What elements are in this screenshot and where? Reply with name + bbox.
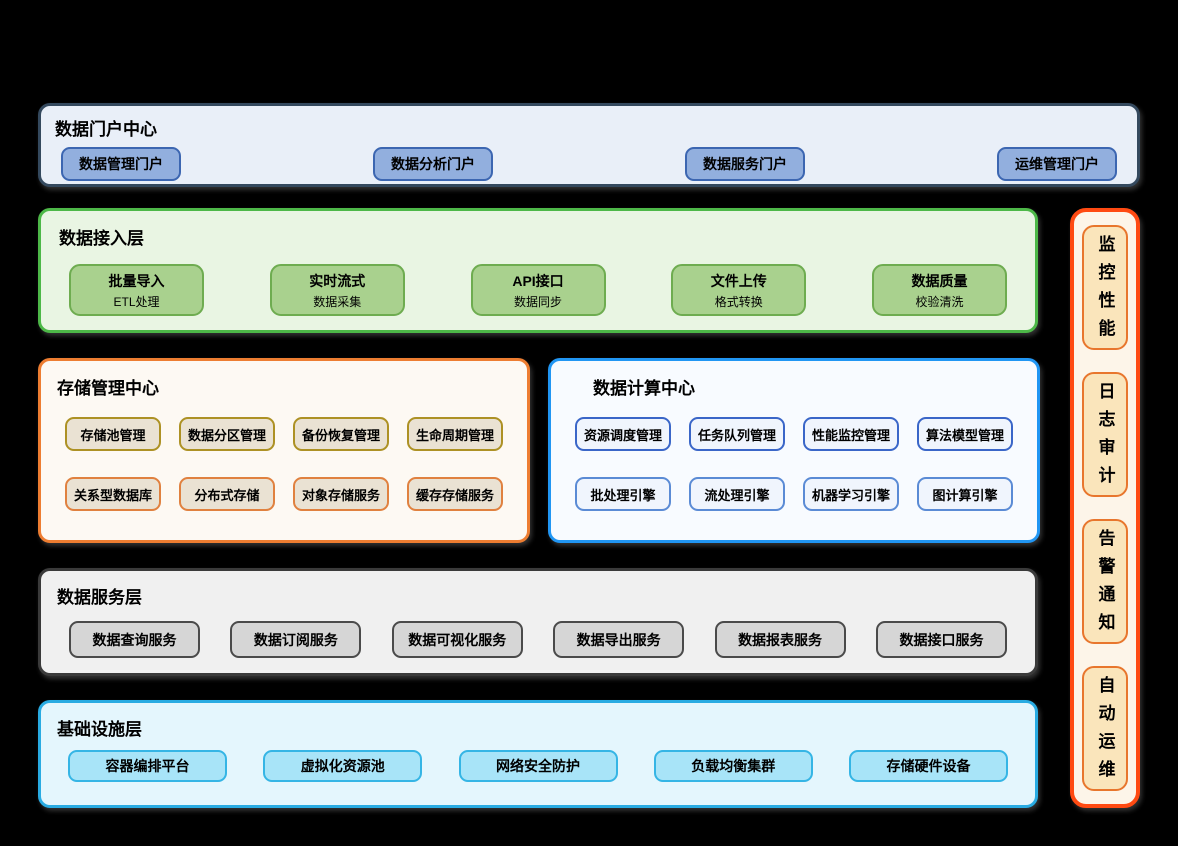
compute-card-performance-monitoring[interactable]: 性能监控管理 bbox=[803, 417, 899, 451]
ingest-card-row: 批量导入 ETL处理 实时流式 数据采集 API接口 数据同步 文件上传 格式转… bbox=[41, 264, 1035, 316]
ingest-card-title: 文件上传 bbox=[710, 272, 767, 289]
ingest-card-subtitle: 数据同步 bbox=[513, 294, 562, 309]
storage-card-pool-management[interactable]: 存储池管理 bbox=[65, 417, 161, 451]
sidebar-item-log-audit[interactable]: 日志审计 bbox=[1082, 372, 1128, 497]
ingest-card-file-upload[interactable]: 文件上传 格式转换 bbox=[671, 264, 807, 316]
sidebar-item-label: 日志审计 bbox=[1095, 381, 1115, 494]
ingest-section-title: 数据接入层 bbox=[59, 229, 144, 248]
compute-card-stream-engine[interactable]: 流处理引擎 bbox=[689, 477, 785, 511]
infra-button-storage-hardware[interactable]: 存储硬件设备 bbox=[849, 750, 1008, 782]
compute-section-title: 数据计算中心 bbox=[593, 379, 695, 398]
service-button-report[interactable]: 数据报表服务 bbox=[714, 621, 846, 658]
compute-section: 数据计算中心 资源调度管理 任务队列管理 性能监控管理 算法模型管理 批处理引擎… bbox=[548, 358, 1040, 543]
ingest-card-title: API接口 bbox=[512, 272, 564, 289]
storage-card-relational-database[interactable]: 关系型数据库 bbox=[65, 477, 161, 511]
compute-card-graph-engine[interactable]: 图计算引擎 bbox=[917, 477, 1013, 511]
ingest-card-subtitle: ETL处理 bbox=[113, 294, 160, 309]
sidebar-item-label: 告警通知 bbox=[1095, 528, 1115, 641]
service-section: 数据服务层 数据查询服务 数据订阅服务 数据可视化服务 数据导出服务 数据报表服… bbox=[38, 568, 1038, 676]
storage-card-distributed-storage[interactable]: 分布式存储 bbox=[179, 477, 275, 511]
ingest-card-realtime-stream[interactable]: 实时流式 数据采集 bbox=[269, 264, 405, 316]
infra-section: 基础设施层 容器编排平台 虚拟化资源池 网络安全防护 负载均衡集群 存储硬件设备 bbox=[38, 700, 1038, 808]
portal-section-title: 数据门户中心 bbox=[55, 120, 157, 139]
infra-button-virtualization-pool[interactable]: 虚拟化资源池 bbox=[263, 750, 423, 782]
service-button-api[interactable]: 数据接口服务 bbox=[875, 621, 1007, 658]
portal-button-data-service[interactable]: 数据服务门户 bbox=[685, 147, 805, 181]
infra-button-container-orchestration[interactable]: 容器编排平台 bbox=[68, 750, 227, 782]
ingest-card-title: 数据质量 bbox=[911, 272, 968, 289]
service-button-export[interactable]: 数据导出服务 bbox=[553, 621, 685, 658]
portal-button-data-management[interactable]: 数据管理门户 bbox=[61, 147, 181, 181]
storage-card-object-storage[interactable]: 对象存储服务 bbox=[293, 477, 389, 511]
service-section-title: 数据服务层 bbox=[57, 588, 142, 607]
storage-card-lifecycle-management[interactable]: 生命周期管理 bbox=[407, 417, 503, 451]
storage-row-1: 存储池管理 数据分区管理 备份恢复管理 生命周期管理 bbox=[41, 417, 527, 451]
ingest-card-title: 实时流式 bbox=[309, 272, 366, 289]
infra-section-title: 基础设施层 bbox=[57, 720, 142, 739]
storage-row-2: 关系型数据库 分布式存储 对象存储服务 缓存存储服务 bbox=[41, 477, 527, 511]
portal-button-ops-management[interactable]: 运维管理门户 bbox=[997, 147, 1117, 181]
compute-row-2: 批处理引擎 流处理引擎 机器学习引擎 图计算引擎 bbox=[551, 477, 1037, 511]
storage-card-backup-recovery[interactable]: 备份恢复管理 bbox=[293, 417, 389, 451]
storage-section: 存储管理中心 存储池管理 数据分区管理 备份恢复管理 生命周期管理 关系型数据库… bbox=[38, 358, 530, 543]
service-button-query[interactable]: 数据查询服务 bbox=[69, 621, 200, 658]
ingest-card-data-quality[interactable]: 数据质量 校验清洗 bbox=[872, 264, 1007, 316]
service-button-row: 数据查询服务 数据订阅服务 数据可视化服务 数据导出服务 数据报表服务 数据接口… bbox=[41, 621, 1035, 658]
ingest-section: 数据接入层 批量导入 ETL处理 实时流式 数据采集 API接口 数据同步 文件… bbox=[38, 208, 1038, 333]
portal-section: 数据门户中心 数据管理门户 数据分析门户 数据服务门户 运维管理门户 bbox=[38, 103, 1140, 187]
compute-card-batch-engine[interactable]: 批处理引擎 bbox=[575, 477, 671, 511]
ingest-card-subtitle: 校验清洗 bbox=[915, 294, 964, 309]
compute-card-algorithm-model[interactable]: 算法模型管理 bbox=[917, 417, 1013, 451]
infra-button-load-balancing[interactable]: 负载均衡集群 bbox=[653, 750, 813, 782]
ingest-card-api[interactable]: API接口 数据同步 bbox=[470, 264, 606, 316]
service-button-visualization[interactable]: 数据可视化服务 bbox=[391, 621, 523, 658]
portal-button-data-analysis[interactable]: 数据分析门户 bbox=[373, 147, 493, 181]
ingest-card-title: 批量导入 bbox=[108, 272, 165, 289]
sidebar-item-monitoring-performance[interactable]: 监控性能 bbox=[1082, 225, 1128, 350]
compute-card-resource-scheduling[interactable]: 资源调度管理 bbox=[575, 417, 671, 451]
ingest-card-batch-import[interactable]: 批量导入 ETL处理 bbox=[69, 264, 204, 316]
ingest-card-subtitle: 格式转换 bbox=[714, 294, 763, 309]
service-button-subscribe[interactable]: 数据订阅服务 bbox=[230, 621, 362, 658]
infra-button-network-security[interactable]: 网络安全防护 bbox=[458, 750, 618, 782]
infra-button-row: 容器编排平台 虚拟化资源池 网络安全防护 负载均衡集群 存储硬件设备 bbox=[41, 750, 1035, 782]
sidebar-item-auto-ops[interactable]: 自动运维 bbox=[1082, 666, 1128, 791]
portal-button-row: 数据管理门户 数据分析门户 数据服务门户 运维管理门户 bbox=[41, 147, 1137, 181]
ops-sidebar: 监控性能 日志审计 告警通知 自动运维 bbox=[1070, 208, 1140, 808]
ingest-card-subtitle: 数据采集 bbox=[313, 294, 362, 309]
sidebar-item-label: 监控性能 bbox=[1095, 234, 1115, 347]
sidebar-item-alert-notification[interactable]: 告警通知 bbox=[1082, 519, 1128, 644]
sidebar-item-label: 自动运维 bbox=[1095, 675, 1115, 788]
compute-card-task-queue[interactable]: 任务队列管理 bbox=[689, 417, 785, 451]
compute-row-1: 资源调度管理 任务队列管理 性能监控管理 算法模型管理 bbox=[551, 417, 1037, 451]
compute-card-ml-engine[interactable]: 机器学习引擎 bbox=[803, 477, 899, 511]
storage-card-cache-storage[interactable]: 缓存存储服务 bbox=[407, 477, 503, 511]
storage-card-partition-management[interactable]: 数据分区管理 bbox=[179, 417, 275, 451]
storage-section-title: 存储管理中心 bbox=[57, 379, 159, 398]
